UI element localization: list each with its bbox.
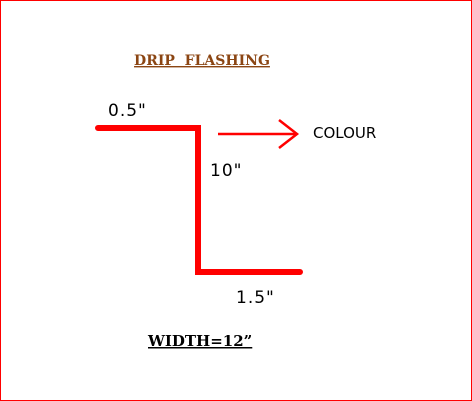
colour-label: COLOUR [313, 124, 376, 142]
top-flange-dimension: 0.5" [108, 101, 147, 121]
vertical-drop-dimension: 10" [210, 161, 242, 181]
bottom-flange-dimension: 1.5" [236, 288, 275, 308]
drawing-title: DRIP FLASHING [134, 53, 270, 69]
flashing-profile [95, 125, 303, 275]
width-label: WIDTH=12” [147, 332, 252, 350]
colour-arrow-head [278, 119, 300, 149]
